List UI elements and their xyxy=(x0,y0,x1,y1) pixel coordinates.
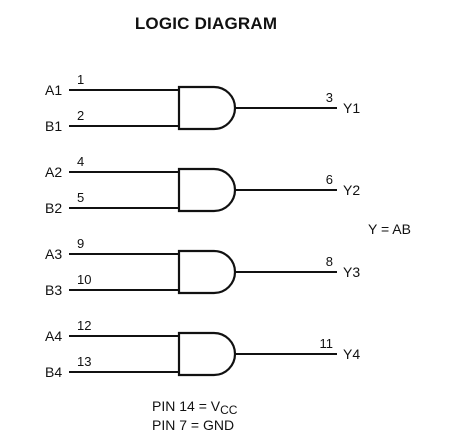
signal-label-b1: B1 xyxy=(45,118,62,134)
signal-label-a2: A2 xyxy=(45,164,62,180)
pin-number-13: 13 xyxy=(77,354,91,369)
pin-number-12: 12 xyxy=(77,318,91,333)
pin-vcc-note: PIN 14 = VCC xyxy=(152,398,237,417)
pin-number-1: 1 xyxy=(77,72,84,87)
equation-label: Y = AB xyxy=(368,221,411,237)
pin-number-3: 3 xyxy=(326,90,333,105)
and-gate-3-body xyxy=(177,249,237,295)
pin-number-11: 11 xyxy=(320,336,334,351)
signal-label-y1: Y1 xyxy=(343,100,360,116)
signal-label-b3: B3 xyxy=(45,282,62,298)
pin-number-6: 6 xyxy=(326,172,333,187)
signal-label-b4: B4 xyxy=(45,364,62,380)
pin-number-9: 9 xyxy=(77,236,84,251)
and-gate-4-body xyxy=(177,331,237,377)
signal-label-a3: A3 xyxy=(45,246,62,262)
pin-gnd-note: PIN 7 = GND xyxy=(152,417,235,433)
vcc-subscript: CC xyxy=(220,403,238,417)
pin-number-2: 2 xyxy=(77,108,84,123)
pin-number-8: 8 xyxy=(326,254,333,269)
pin-number-5: 5 xyxy=(77,190,84,205)
pin-number-4: 4 xyxy=(77,154,84,169)
page-title: LOGIC DIAGRAM xyxy=(134,14,278,33)
pin-vcc-text: PIN 14 = V xyxy=(152,398,221,414)
signal-label-b2: B2 xyxy=(45,200,62,216)
signal-label-a4: A4 xyxy=(45,328,62,344)
and-gate-2-body xyxy=(177,167,237,213)
signal-label-y2: Y2 xyxy=(343,182,360,198)
signal-label-y4: Y4 xyxy=(343,346,360,362)
signal-label-y3: Y3 xyxy=(343,264,360,280)
pin-number-10: 10 xyxy=(77,272,91,287)
and-gate-1-body xyxy=(177,85,237,131)
signal-label-a1: A1 xyxy=(45,82,62,98)
